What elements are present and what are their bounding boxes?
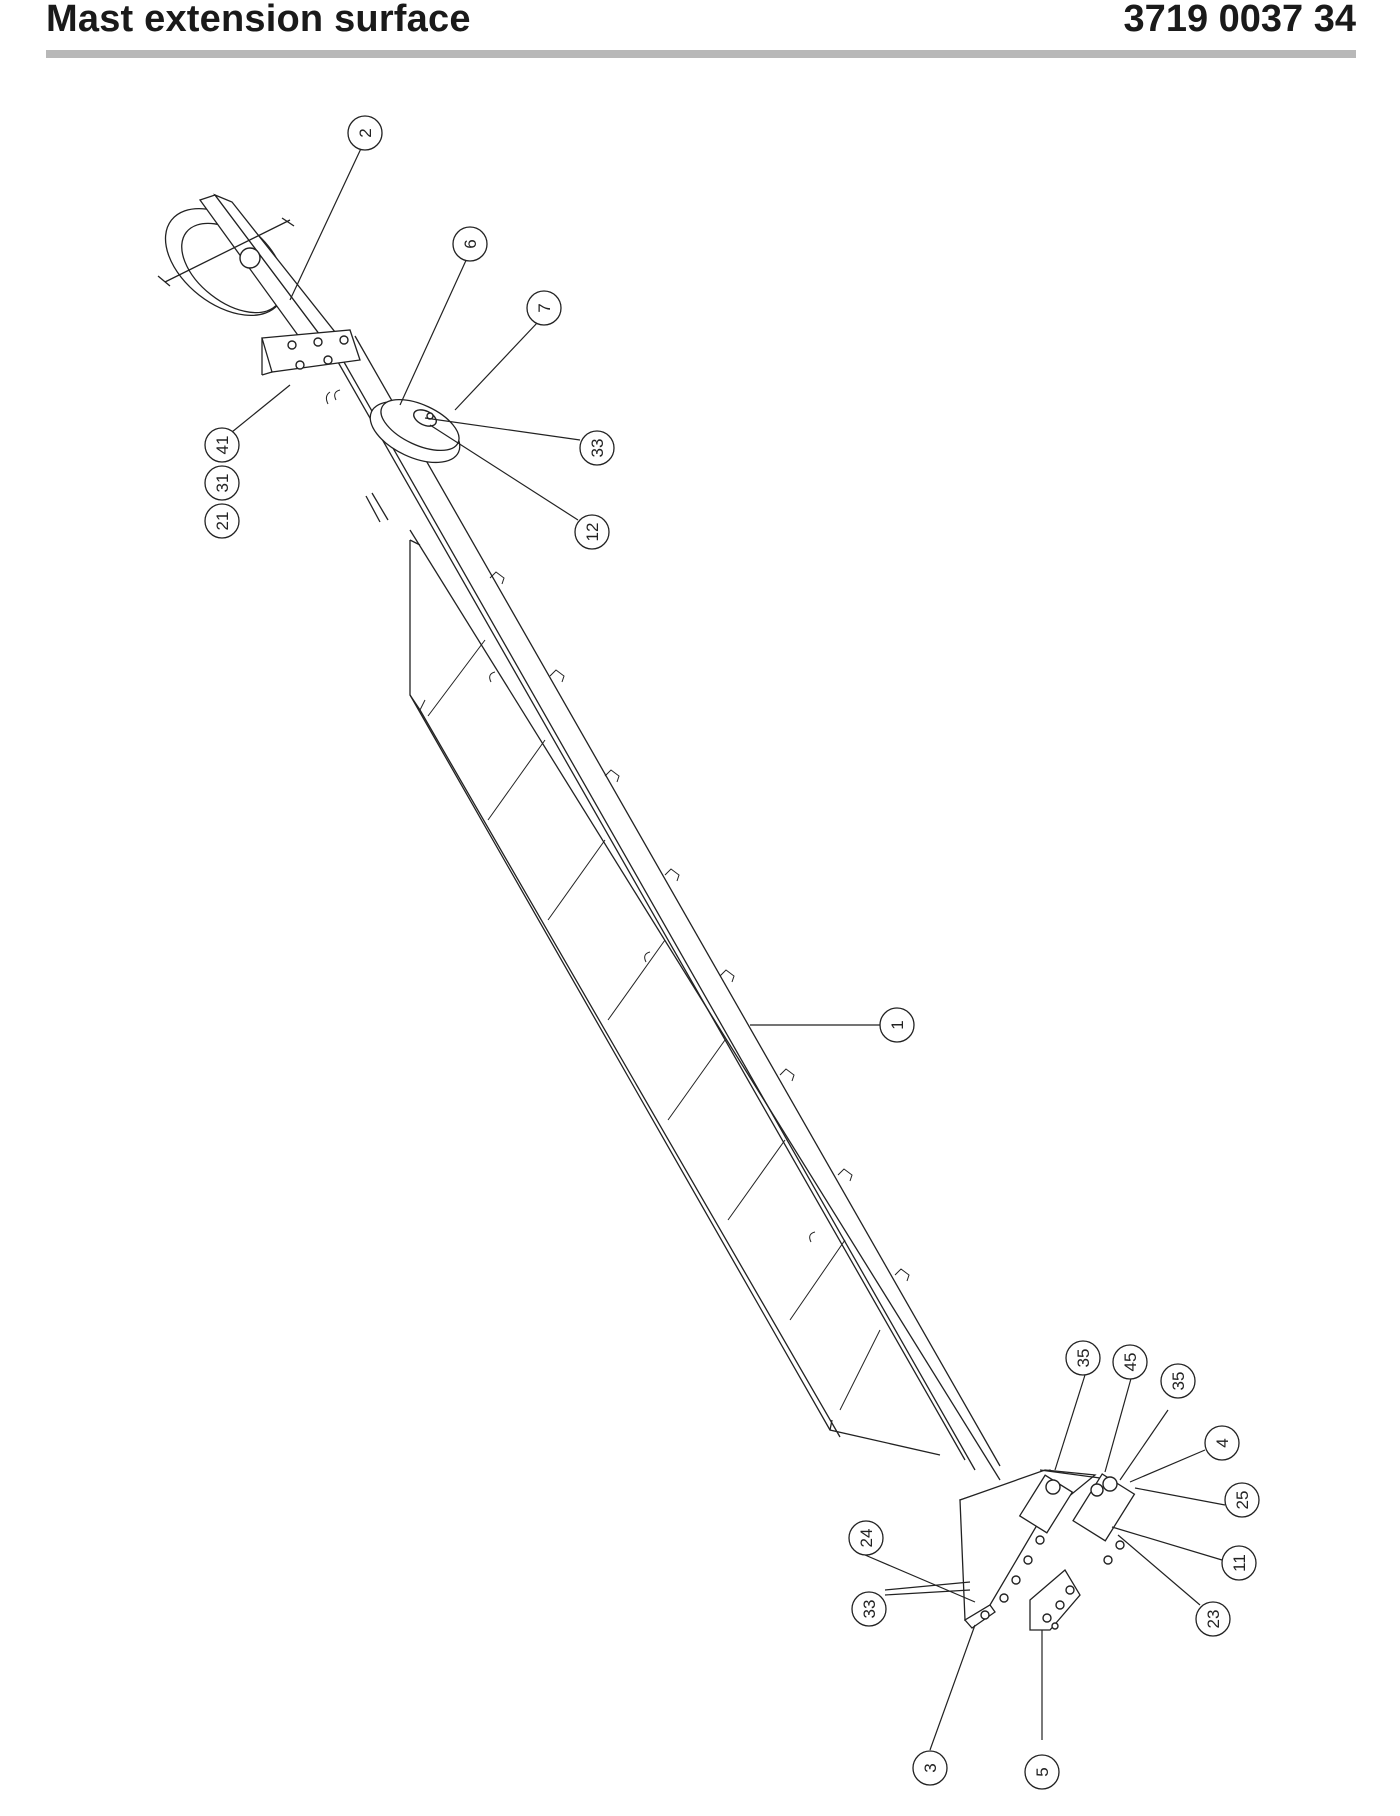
header: Mast extension surface 3719 0037 34	[46, 0, 1356, 60]
balloon-33-bottom: 33	[851, 1591, 887, 1627]
balloon-25: 25	[1224, 1482, 1260, 1518]
page-title: Mast extension surface	[46, 0, 471, 40]
balloon-12-label: 12	[583, 523, 602, 542]
balloon-1-label: 1	[888, 1020, 907, 1029]
balloon-12: 12	[574, 514, 610, 550]
leader-lines	[231, 139, 1226, 1751]
balloon-3-label: 3	[921, 1763, 940, 1772]
part-number: 3719 0037 34	[1123, 0, 1356, 40]
balloon-11: 11	[1221, 1545, 1257, 1581]
balloon-23-label: 23	[1204, 1610, 1223, 1629]
balloon-4-label: 4	[1213, 1438, 1232, 1447]
balloon-24-label: 24	[857, 1529, 876, 1548]
balloon-21-label: 21	[213, 512, 232, 531]
balloon-24: 24	[848, 1520, 884, 1556]
balloon-7-label: 7	[535, 303, 554, 312]
balloon-45: 45	[1112, 1344, 1148, 1380]
bottom-end-assembly	[959, 1469, 1136, 1631]
mast-beam	[329, 335, 1001, 1481]
balloon-2-label: 2	[356, 128, 375, 137]
balloon-7: 7	[526, 290, 562, 326]
balloon-2: 2	[347, 115, 383, 151]
balloon-5-label: 5	[1033, 1767, 1052, 1776]
balloon-11-label: 11	[1230, 1554, 1249, 1572]
balloon-35-right: 35	[1160, 1363, 1196, 1399]
balloon-1: 1	[879, 1007, 915, 1043]
balloon-33-top: 33	[579, 430, 615, 466]
beam-tabs	[334, 389, 910, 1282]
top-bracket-plate	[261, 329, 361, 405]
balloon-25-label: 25	[1233, 1491, 1252, 1510]
balloon-21: 21	[204, 503, 240, 539]
balloon-35-left-label: 35	[1074, 1349, 1093, 1368]
balloon-31: 31	[204, 465, 240, 501]
balloon-35-right-label: 35	[1169, 1372, 1188, 1391]
side-pulley	[369, 398, 461, 464]
balloon-35-left: 35	[1065, 1340, 1101, 1376]
balloon-45-label: 45	[1121, 1353, 1140, 1372]
balloon-5: 5	[1024, 1754, 1060, 1790]
balloon-4: 4	[1204, 1425, 1240, 1461]
balloon-41: 41	[204, 427, 240, 463]
balloon-33-top-label: 33	[588, 439, 607, 458]
balloon-41-label: 41	[213, 436, 232, 455]
balloon-23: 23	[1195, 1601, 1231, 1637]
balloon-31-label: 31	[213, 474, 232, 493]
balloon-6-label: 6	[461, 239, 480, 248]
header-rule	[46, 50, 1356, 58]
balloon-33-bottom-label: 33	[860, 1600, 879, 1619]
top-pulley-assembly	[157, 193, 337, 346]
balloon-6: 6	[452, 226, 488, 262]
balloon-3: 3	[912, 1750, 948, 1786]
